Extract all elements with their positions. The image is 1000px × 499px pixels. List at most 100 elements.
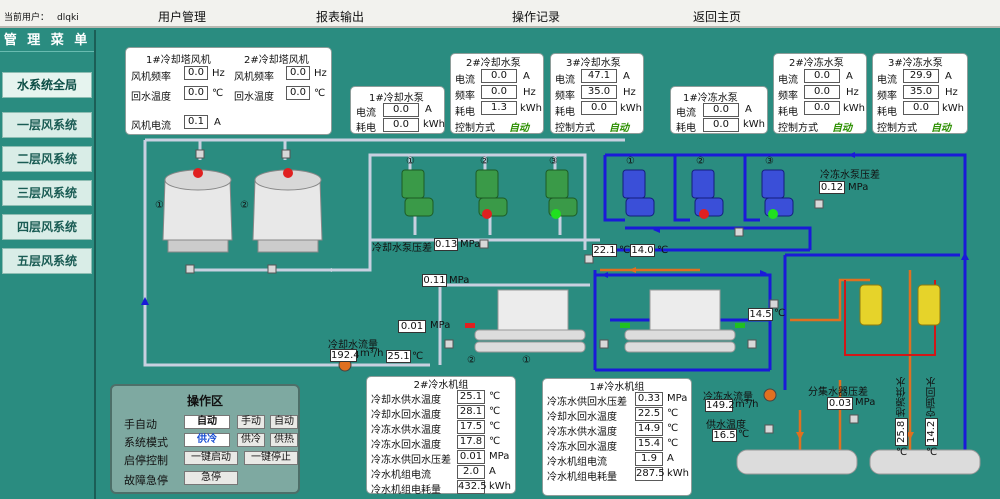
- ground-supply-label: 地源供水: [897, 377, 908, 417]
- supply-temp-unit: ℃: [738, 429, 750, 440]
- manifold-dp-value: 0.03: [827, 397, 853, 410]
- cpump1-i-unit: A: [425, 104, 432, 115]
- sidebar: 管 理 菜 单 水系统全局 一层风系统 二层风系统 三层风系统 四层风系统 五层…: [0, 30, 96, 499]
- cooling-mode-button[interactable]: 供冷: [237, 433, 265, 447]
- hpump-num-1: ①: [626, 156, 635, 167]
- cpump2-f-unit: Hz: [523, 87, 536, 98]
- manual-button[interactable]: 手动: [237, 415, 265, 429]
- chilled-pump3-panel: 3#冷冻水泵 电流 29.9 A 频率 35.0 Hz 耗电 0.0 kWh 控…: [872, 53, 968, 134]
- sidebar-item-floor2[interactable]: 二层风系统: [2, 146, 92, 172]
- chiller2-row-value: 17.5: [457, 420, 485, 434]
- chiller1-row-unit: ℃: [667, 408, 679, 419]
- one-key-start-button[interactable]: 一键启动: [184, 451, 238, 465]
- auto-button[interactable]: 自动: [270, 415, 298, 429]
- tower-num-1: ①: [155, 200, 164, 211]
- emergency-stop-button[interactable]: 急停: [184, 471, 238, 485]
- chiller1-row-unit: ℃: [667, 423, 679, 434]
- ac-return-label: 空调回水: [927, 377, 938, 417]
- chiller1-row-label: 冷却水回水温度: [547, 412, 617, 423]
- hpump2-i-value: 0.0: [804, 69, 840, 83]
- fan2-freq-unit: Hz: [314, 68, 327, 79]
- chill-flow-value: 149.2: [705, 399, 735, 412]
- temp-cool1-value: 22.1: [592, 244, 617, 257]
- current-user-name: dlqki: [57, 13, 79, 23]
- cpump2-mode-label: 控制方式: [455, 123, 495, 134]
- chiller1-row-value: 0.33: [635, 392, 663, 406]
- cpump2-f-value: 0.0: [481, 85, 517, 99]
- sidebar-item-floor4[interactable]: 四层风系统: [2, 214, 92, 240]
- cooling-pump3-panel: 3#冷却水泵 电流 47.1 A 频率 35.0 Hz 耗电 0.0 kWh 控…: [550, 53, 644, 134]
- cpump3-f-label: 频率: [555, 91, 575, 102]
- chiller1-row-unit: MPa: [667, 393, 688, 404]
- temp-left-unit: ℃: [412, 351, 424, 362]
- cooling-pump2-panel: 2#冷却水泵 电流 0.0 A 频率 0.0 Hz 耗电 1.3 kWh 控制方…: [450, 53, 544, 134]
- hpump3-e-unit: kWh: [942, 103, 965, 114]
- cpump1-title: 1#冷却水泵: [369, 93, 424, 104]
- chiller2-row-label: 冷水机组电耗量: [371, 485, 441, 496]
- temp-mid-value: 14.5: [748, 308, 773, 321]
- temp-cool2-value: 14.0: [630, 244, 655, 257]
- hpump2-i-unit: A: [846, 71, 853, 82]
- hpump3-i-unit: A: [945, 71, 952, 82]
- chiller2-row-value: 0.01: [457, 450, 485, 464]
- nav-user-management[interactable]: 用户管理: [158, 10, 207, 24]
- chiller2-row-value: 25.1: [457, 390, 485, 404]
- one-key-stop-button[interactable]: 一键停止: [244, 451, 298, 465]
- sidebar-item-floor1[interactable]: 一层风系统: [2, 112, 92, 138]
- chiller-1: [624, 289, 736, 353]
- pressure-left-value: 0.01: [398, 320, 426, 333]
- fan2-temp-unit: ℃: [314, 88, 326, 99]
- cpump2-title: 2#冷却水泵: [466, 58, 521, 69]
- hpump1-e-label: 耗电: [676, 123, 696, 134]
- chiller1-row-value: 15.4: [635, 437, 663, 451]
- chiller2-row-unit: ℃: [489, 391, 501, 402]
- chiller1-title: 1#冷水机组: [589, 382, 645, 393]
- fan1-temp-label: 回水温度: [131, 92, 171, 103]
- start-stop-label: 启停控制: [124, 454, 168, 467]
- chiller2-row-label: 冷冻水供回水压差: [371, 455, 451, 466]
- temp-left-value: 25.1: [386, 350, 411, 363]
- chiller2-row-value: 28.1: [457, 405, 485, 419]
- sidebar-item-water-system[interactable]: 水系统全局: [2, 72, 92, 98]
- chiller1-row-unit: A: [667, 453, 674, 464]
- chiller1-row-label: 冷水机组电流: [547, 457, 607, 468]
- hpump3-e-label: 耗电: [877, 107, 897, 118]
- chill-flow-label: 冷冻水流量: [703, 392, 753, 403]
- chiller2-row-value: 2.0: [457, 465, 485, 479]
- chiller2-row-label: 冷却水供水温度: [371, 395, 441, 406]
- ac-return-value: 14.2: [925, 418, 938, 446]
- heating-mode-button[interactable]: 供热: [270, 433, 298, 447]
- hpump2-f-label: 频率: [778, 91, 798, 102]
- pressure-top-unit: MPa: [449, 275, 470, 286]
- sidebar-item-floor5[interactable]: 五层风系统: [2, 248, 92, 274]
- hpump2-title: 2#冷冻水泵: [789, 58, 844, 69]
- fan1-title: 1#冷却塔风机: [146, 55, 211, 66]
- cpump2-mode-value: 自动: [509, 123, 529, 134]
- hpump1-i-value: 0.0: [703, 103, 739, 117]
- cpump1-i-label: 电流: [356, 108, 376, 119]
- chiller2-row-label: 冷冻水回水温度: [371, 440, 441, 451]
- cpump3-i-label: 电流: [555, 75, 575, 86]
- chiller-num-1: ①: [522, 355, 531, 366]
- nav-report-output[interactable]: 报表输出: [316, 10, 365, 24]
- hpump1-i-label: 电流: [676, 108, 696, 119]
- cpump3-e-unit: kWh: [620, 103, 643, 114]
- current-user: 当前用户：dlqki: [4, 10, 79, 23]
- hpump1-e-value: 0.0: [703, 118, 739, 132]
- nav-return-home[interactable]: 返回主页: [693, 10, 742, 24]
- sidebar-item-floor3[interactable]: 三层风系统: [2, 180, 92, 206]
- hpump2-mode-value: 自动: [832, 123, 852, 134]
- cpump3-mode-label: 控制方式: [555, 123, 595, 134]
- nav-operation-log[interactable]: 操作记录: [512, 10, 561, 24]
- fan2-freq-label: 风机频率: [234, 72, 274, 83]
- cpump2-e-unit: kWh: [520, 103, 543, 114]
- cool-flow-value: 192.4: [330, 349, 360, 362]
- cpump3-f-unit: Hz: [623, 87, 636, 98]
- cool-flow-label: 冷却水流量: [328, 340, 378, 351]
- temp-cool2-unit: ℃: [657, 245, 669, 256]
- cpump2-f-label: 频率: [455, 91, 475, 102]
- chiller2-row-value: 432.5: [457, 480, 487, 494]
- mode-current: 自动: [184, 415, 230, 429]
- fan2-temp-value: 0.0: [286, 86, 310, 100]
